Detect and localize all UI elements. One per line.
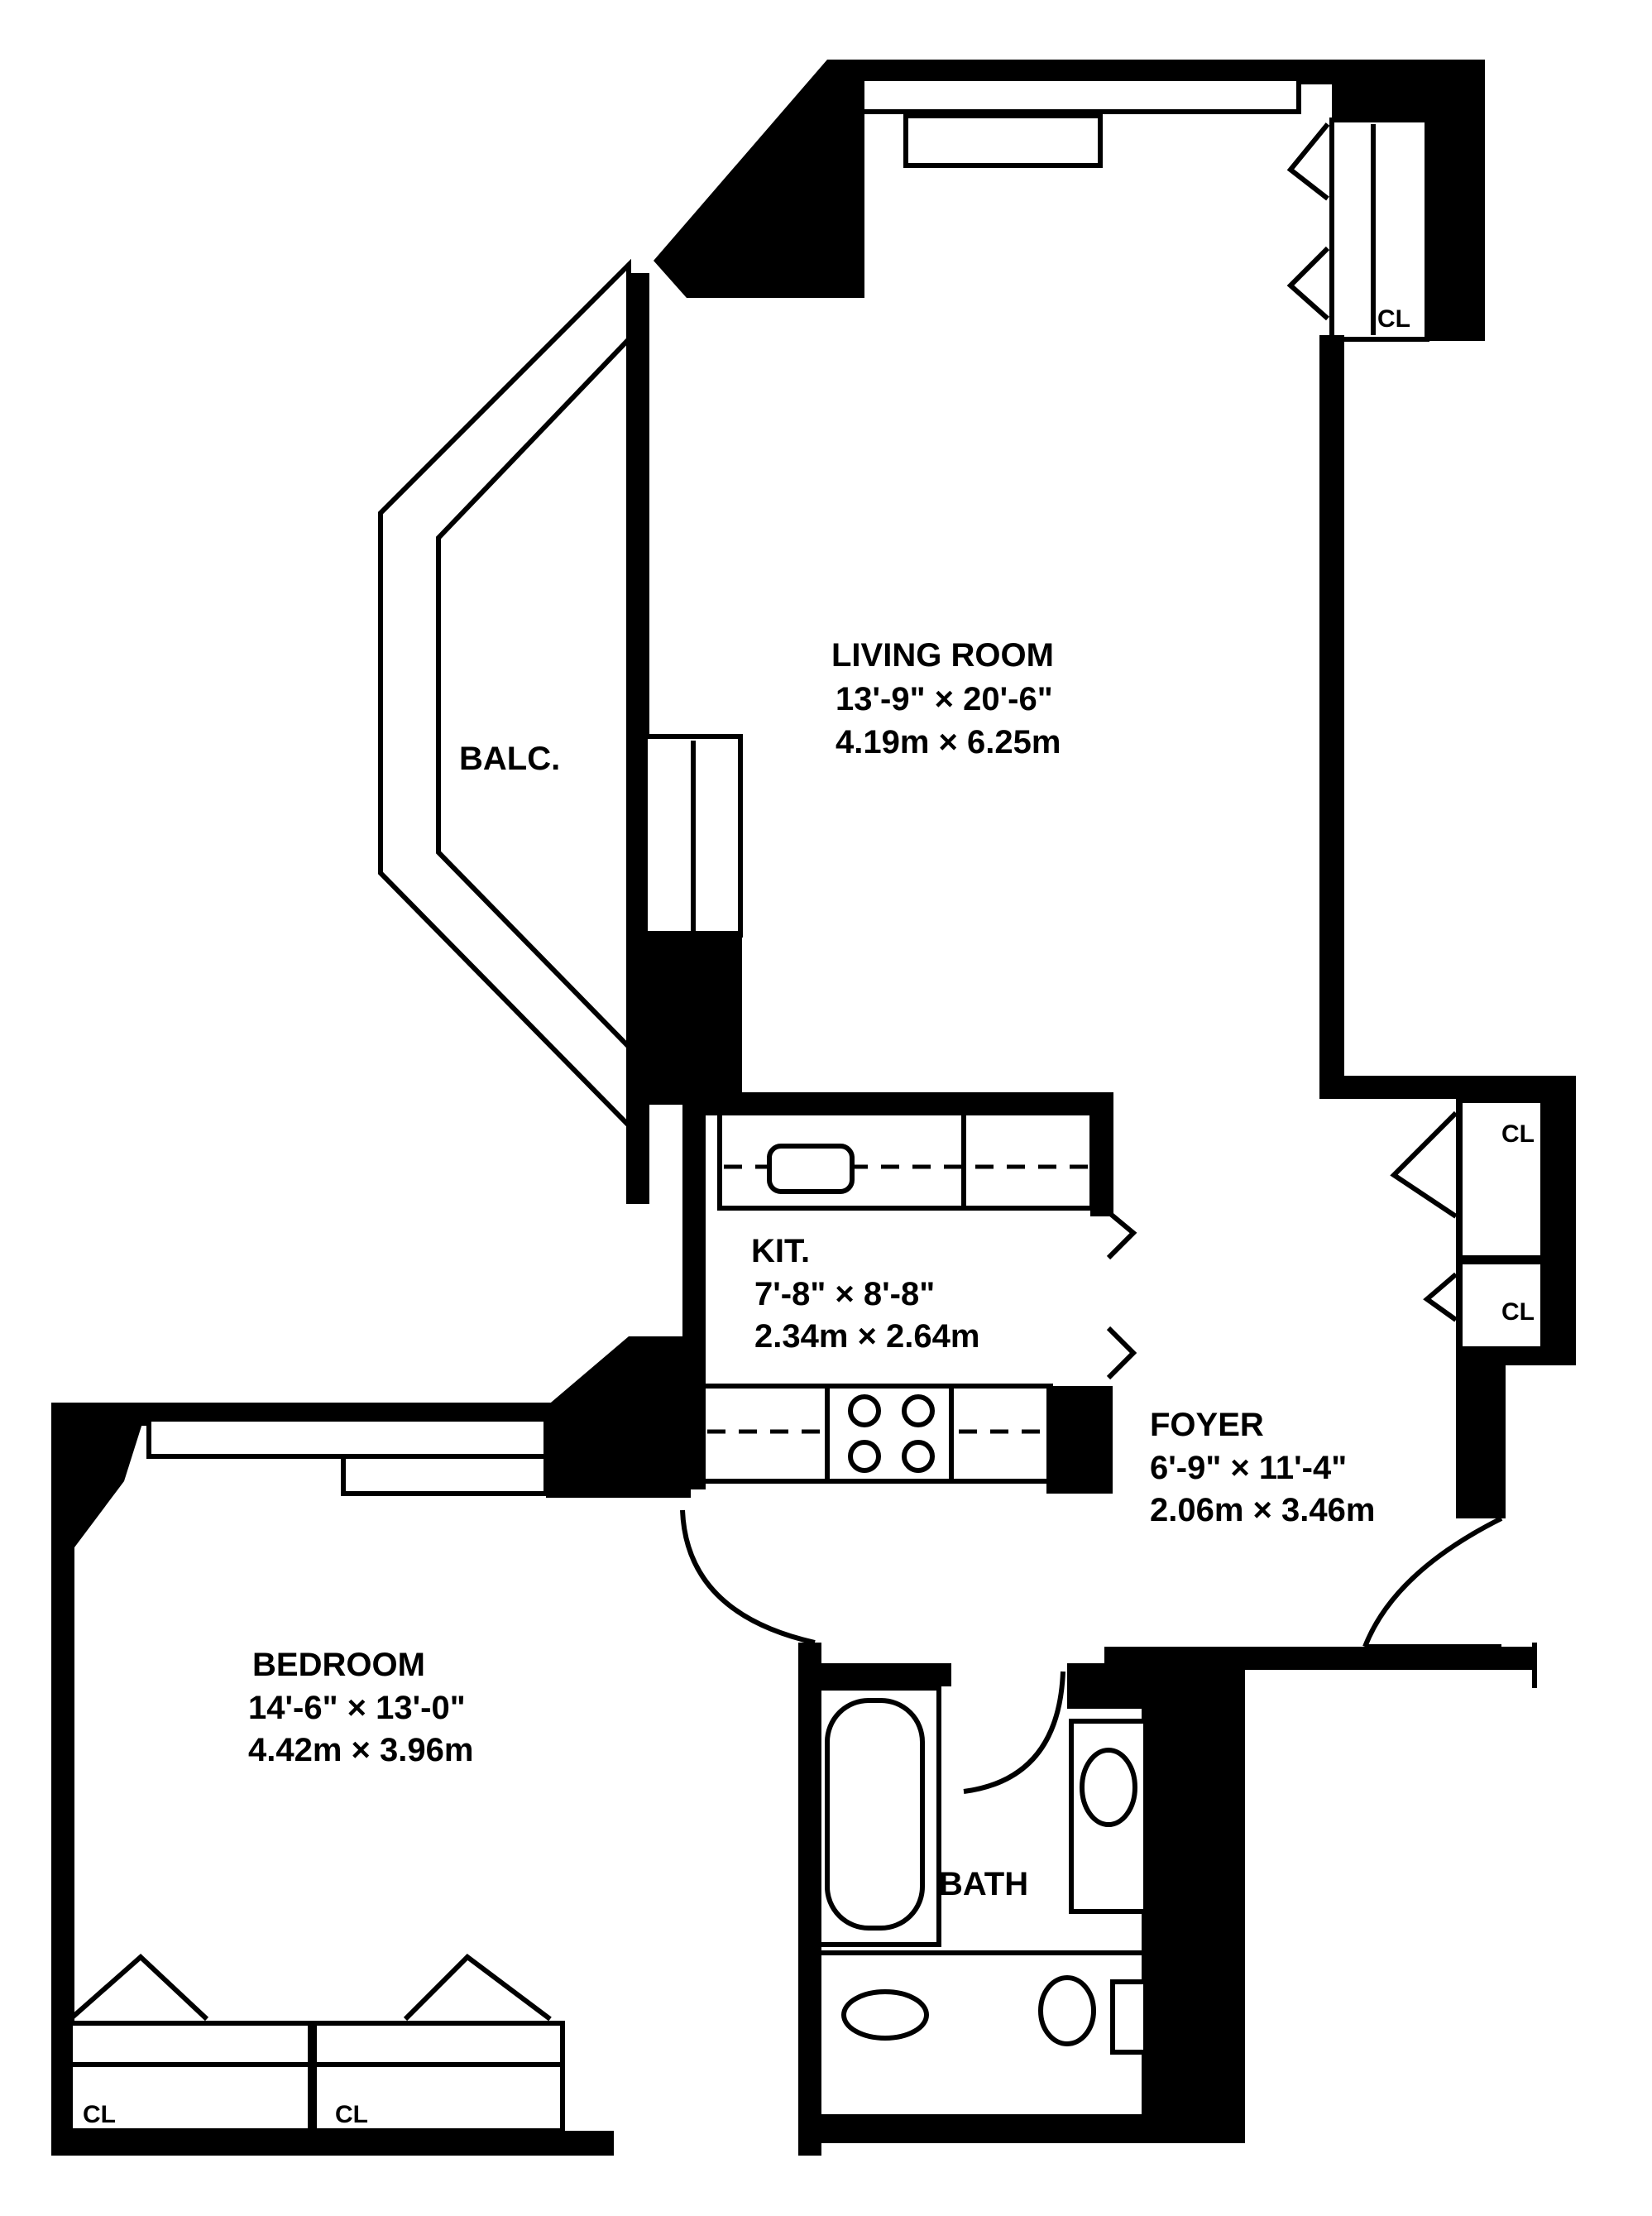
bidet [1038, 1975, 1096, 2046]
foyer-dimensions-imperial: 6'-9" × 11'-4" [1150, 1450, 1347, 1486]
bath-name: BATH [939, 1866, 1028, 1902]
corner-pillar [654, 60, 864, 298]
range-burner [848, 1440, 881, 1473]
bathtub-basin [825, 1698, 925, 1931]
kitchen-sink [767, 1144, 855, 1194]
closet-door-swing [1286, 122, 1330, 201]
wall [798, 1663, 951, 1686]
closet-label: CL [1377, 305, 1410, 333]
wall [1142, 1663, 1245, 2143]
window [833, 76, 1301, 114]
bathroom: BATH [798, 1663, 1245, 2143]
kitchen-dimensions-metric: 2.34m × 2.64m [754, 1318, 979, 1355]
toilet-tank [1110, 1979, 1148, 2055]
vanity [1069, 1719, 1148, 1914]
balcony: BALC. [378, 258, 631, 1132]
bedroom-closet-left [68, 2021, 313, 2133]
window [146, 1417, 548, 1459]
closet-label: CL [1501, 1298, 1535, 1326]
closet-door-swing [1423, 1272, 1458, 1322]
closet-door-swing [1286, 246, 1330, 321]
wall [1319, 335, 1344, 1096]
living-room-dimensions-imperial: 13'-9" × 20'-6" [836, 681, 1053, 717]
bedroom-dimensions-imperial: 14'-6" × 13'-0" [248, 1690, 466, 1726]
kitchen-range [825, 1384, 954, 1484]
bedroom-door-swing [680, 1509, 816, 1645]
range-burner [848, 1394, 881, 1427]
range-burner [902, 1394, 935, 1427]
closet-door-swing [403, 1954, 552, 2022]
wall-pillar [626, 931, 742, 1105]
living-closet [1329, 118, 1429, 342]
closet-label: CL [335, 2101, 368, 2128]
closet-label: CL [1501, 1120, 1535, 1148]
kitchen: KIT. 7'-8" × 8'-8" 2.34m × 2.64m [682, 1092, 1137, 1494]
kitchen-passage-edge [1106, 1326, 1137, 1380]
balcony-name: BALC. [459, 741, 560, 777]
bedroom-name: BEDROOM [252, 1647, 425, 1683]
wall [1319, 1076, 1576, 1099]
foyer-name: FOYER [1150, 1407, 1264, 1443]
radiator [903, 113, 1103, 168]
living-room-dimensions-metric: 4.19m × 6.25m [836, 724, 1061, 760]
entry-door-swing [1362, 1516, 1503, 1648]
range-burner [902, 1440, 935, 1473]
foyer-dimensions-metric: 2.06m × 3.46m [1150, 1492, 1375, 1528]
balcony-outline [378, 258, 631, 1132]
kitchen-passage-edge [1106, 1210, 1137, 1260]
kitchen-dimensions-imperial: 7'-8" × 8'-8" [754, 1276, 935, 1312]
corner-pillar [51, 1403, 149, 1547]
living-room-name: LIVING ROOM [831, 637, 1054, 674]
sink-basin [1080, 1748, 1137, 1827]
wall [1456, 1357, 1506, 1518]
refrigerator-wall [1046, 1386, 1113, 1494]
foyer: CL CL FOYER 6'-9" × 11'-4" 2.06m × 3.46m [1104, 1096, 1576, 1688]
foyer-closet-lower [1458, 1259, 1545, 1351]
balcony-inner-outline [436, 333, 631, 1053]
closet-door-swing [1390, 1110, 1458, 1219]
corner-pillar [546, 1336, 691, 1498]
toilet [841, 1989, 929, 2041]
bedroom-closet-right [312, 2021, 565, 2133]
kitchen-name: KIT. [751, 1233, 810, 1269]
bath-door-swing [963, 1671, 1065, 1794]
wall [51, 2131, 614, 2156]
radiator [341, 1454, 548, 1496]
wall [819, 2114, 1150, 2143]
bedroom-dimensions-metric: 4.42m × 3.96m [248, 1732, 473, 1768]
closet-label: CL [83, 2101, 116, 2128]
living-room: CL LIVING ROOM 13'-9" × 20'-6" 4.19m × 6… [626, 60, 1576, 1204]
foyer-closet-upper [1458, 1098, 1545, 1260]
closet-door-swing [69, 1953, 209, 2022]
